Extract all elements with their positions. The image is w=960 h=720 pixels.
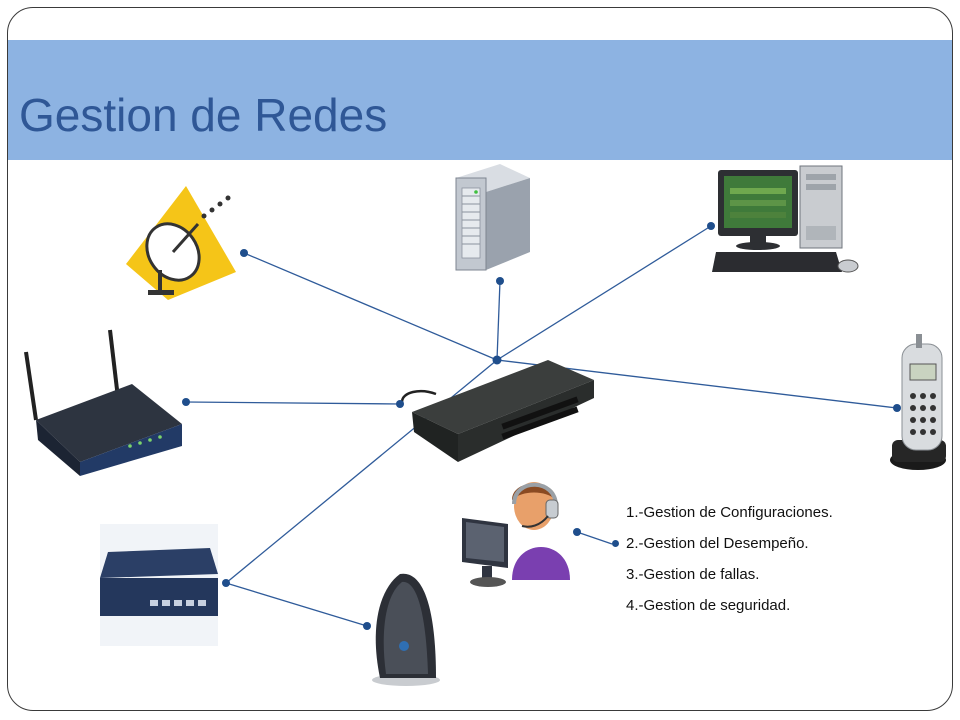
- task-label: 3.-Gestion de fallas.: [626, 566, 760, 583]
- cordless-phone-icon: [890, 334, 946, 470]
- task-label: 4.-Gestion de seguridad.: [626, 597, 791, 614]
- list-item: 4.-Gestion de seguridad.: [612, 593, 833, 624]
- desktop-computer-icon: [712, 165, 859, 273]
- node-satellite: [240, 249, 248, 257]
- wireless-router-icon: [24, 329, 182, 476]
- network-hub-icon: [100, 524, 218, 646]
- link-switchbox-gateway: [225, 582, 368, 627]
- link-hub-switchbox: [225, 359, 498, 584]
- list-item: 1.-Gestion de Configuraciones.: [612, 500, 833, 531]
- list-item: 2.-Gestion del Desempeño.: [612, 531, 833, 562]
- network-switch-icon: [400, 360, 594, 462]
- link-computer-hub: [496, 225, 712, 361]
- node-server: [496, 277, 504, 285]
- operator-headset-icon: [462, 482, 570, 587]
- link-router-switch: [185, 401, 401, 405]
- node-hub-center: [492, 355, 502, 365]
- node-operator: [573, 528, 581, 536]
- task-label: 2.-Gestion del Desempeño.: [626, 535, 809, 552]
- link-operator-tasks: [576, 531, 613, 545]
- node-computer: [707, 222, 715, 230]
- task-label: 1.-Gestion de Configuraciones.: [626, 504, 833, 521]
- node-gateway: [363, 622, 371, 630]
- node-phone: [893, 404, 901, 412]
- bullet-dot-icon: [612, 540, 619, 547]
- node-switchbox: [222, 579, 230, 587]
- connection-nodes: [182, 222, 901, 630]
- link-server-hub: [496, 280, 501, 361]
- server-tower-icon: [455, 164, 530, 271]
- page-title: Gestion de Redes: [19, 89, 388, 141]
- title-band: [8, 40, 952, 160]
- list-item: 3.-Gestion de fallas.: [612, 562, 833, 593]
- satellite-dish-icon: [126, 186, 236, 300]
- management-tasks-list: 1.-Gestion de Configuraciones. 2.-Gestio…: [612, 500, 833, 624]
- node-switch: [396, 400, 404, 408]
- node-router: [182, 398, 190, 406]
- wireless-gateway-icon: [372, 573, 440, 686]
- link-satellite-hub: [243, 252, 498, 361]
